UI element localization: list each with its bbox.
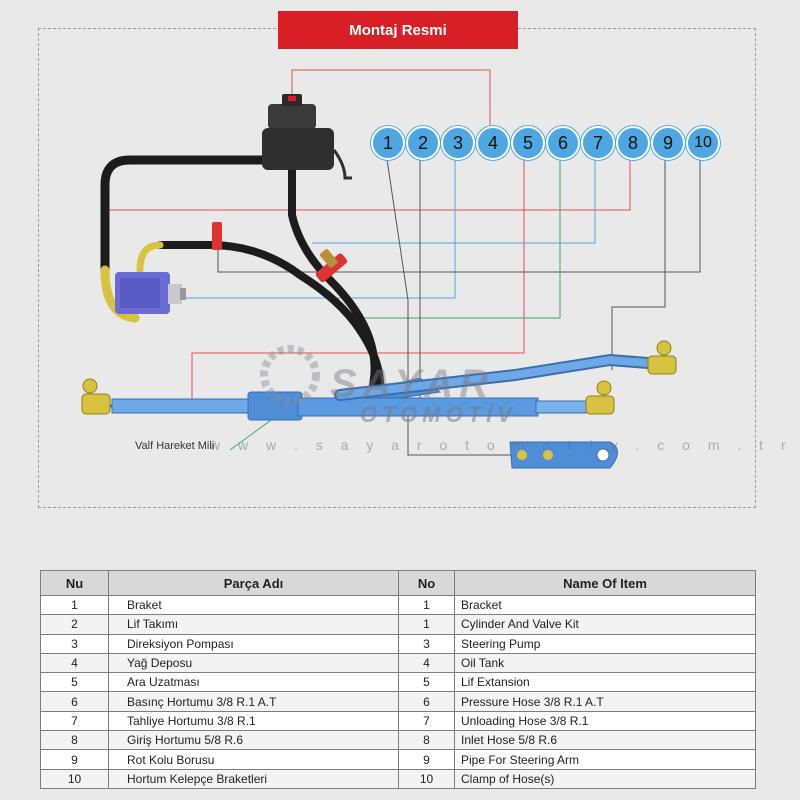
- row-part-name-tr: Lif Takımı: [108, 614, 399, 635]
- header-part-name-tr: Parça Adı: [108, 570, 399, 596]
- header-no: No: [398, 570, 455, 596]
- hose-clamp: [212, 222, 222, 250]
- row-nu: 6: [40, 691, 109, 712]
- row-no: 8: [398, 730, 455, 751]
- row-part-name-tr: Yağ Deposu: [108, 652, 399, 674]
- callout-8: 8: [616, 126, 650, 160]
- row-part-name-tr: Hortum Kelepçe Braketleri: [108, 768, 399, 789]
- row-item-name-en: Cylinder And Valve Kit: [454, 614, 756, 635]
- leader-line-6: [352, 146, 561, 319]
- leader-line-1: [384, 145, 515, 456]
- row-nu: 1: [40, 594, 109, 616]
- row-no: 10: [398, 768, 455, 789]
- leader-line-10: [217, 146, 701, 273]
- row-no: 3: [398, 633, 455, 654]
- row-item-name-en: Oil Tank: [454, 652, 756, 674]
- row-item-name-en: Clamp of Hose(s): [454, 768, 756, 789]
- tie-rod-end-right: [585, 380, 615, 415]
- watermark-brand: SAYAR: [330, 362, 495, 406]
- row-part-name-tr: Rot Kolu Borusu: [108, 749, 399, 770]
- watermark-gear: [260, 345, 320, 405]
- row-item-name-en: Inlet Hose 5/8 R.6: [454, 730, 756, 751]
- tie-rod-end-left: [81, 378, 111, 415]
- row-no: 9: [398, 749, 455, 770]
- valve-shaft-label: Valf Hareket Mili: [135, 440, 215, 452]
- row-no: 1: [398, 594, 455, 616]
- leader-line-9: [611, 146, 666, 370]
- callout-3: 3: [441, 126, 475, 160]
- row-nu: 3: [40, 633, 109, 654]
- row-nu: 7: [40, 710, 109, 732]
- page-title: Montaj Resmi: [278, 11, 518, 49]
- leader-line-8: [108, 146, 631, 211]
- callout-4: 4: [476, 126, 510, 160]
- row-part-name-tr: Basınç Hortumu 3/8 R.1 A.T: [108, 691, 399, 712]
- callout-6: 6: [546, 126, 580, 160]
- row-part-name-tr: Giriş Hortumu 5/8 R.6: [108, 730, 399, 751]
- watermark-url: w w w . s a y a r o t o m o t i v . c o …: [210, 437, 793, 453]
- row-no: 5: [398, 672, 455, 693]
- watermark-subtitle: OTOMOTİV: [360, 402, 517, 427]
- row-part-name-tr: Ara Uzatması: [108, 672, 399, 693]
- tie-rod-end-arm: [647, 340, 677, 375]
- row-nu: 9: [40, 749, 109, 770]
- brass-fitting-top: [136, 241, 164, 274]
- leader-line-4: [291, 69, 491, 146]
- inlet-hose: [100, 155, 267, 275]
- row-item-name-en: Steering Pump: [454, 633, 756, 654]
- assembly-diagram: [81, 69, 701, 469]
- row-part-name-tr: Braket: [108, 594, 399, 616]
- bracket: [509, 441, 618, 469]
- row-part-name-tr: Direksiyon Pompası: [108, 633, 399, 654]
- leader-line-3: [140, 146, 456, 299]
- row-part-name-tr: Tahliye Hortumu 3/8 R.1: [108, 710, 399, 732]
- row-item-name-en: Lif Extansion: [454, 672, 756, 693]
- row-item-name-en: Bracket: [454, 594, 756, 616]
- row-no: 1: [398, 614, 455, 635]
- row-no: 4: [398, 652, 455, 674]
- header-nu: Nu: [40, 570, 109, 596]
- leader-line-7: [312, 146, 596, 244]
- row-nu: 4: [40, 652, 109, 674]
- brass-elbow: [100, 265, 140, 323]
- steering-pump: [115, 272, 186, 314]
- row-no: 6: [398, 691, 455, 712]
- callout-10: 10: [686, 126, 720, 160]
- leader-line-5: [191, 146, 525, 405]
- row-nu: 2: [40, 614, 109, 635]
- row-nu: 5: [40, 672, 109, 693]
- callout-5: 5: [511, 126, 545, 160]
- row-no: 7: [398, 710, 455, 732]
- parts-table-header: Nu Parça Adı No Name Of Item: [40, 570, 756, 596]
- header-item-name-en: Name Of Item: [454, 570, 756, 596]
- row-nu: 10: [40, 768, 109, 789]
- callout-9: 9: [651, 126, 685, 160]
- row-item-name-en: Unloading Hose 3/8 R.1: [454, 710, 756, 732]
- hose-clamp-middle: [315, 249, 348, 283]
- row-item-name-en: Pressure Hose 3/8 R.1 A.T: [454, 691, 756, 712]
- callout-7: 7: [581, 126, 615, 160]
- row-nu: 8: [40, 730, 109, 751]
- callout-1: 1: [371, 126, 405, 160]
- unloading-hose: [288, 166, 379, 394]
- steering-arm-pipe: [334, 353, 666, 401]
- row-item-name-en: Pipe For Steering Arm: [454, 749, 756, 770]
- callout-2: 2: [406, 126, 440, 160]
- oil-tank: [262, 94, 352, 180]
